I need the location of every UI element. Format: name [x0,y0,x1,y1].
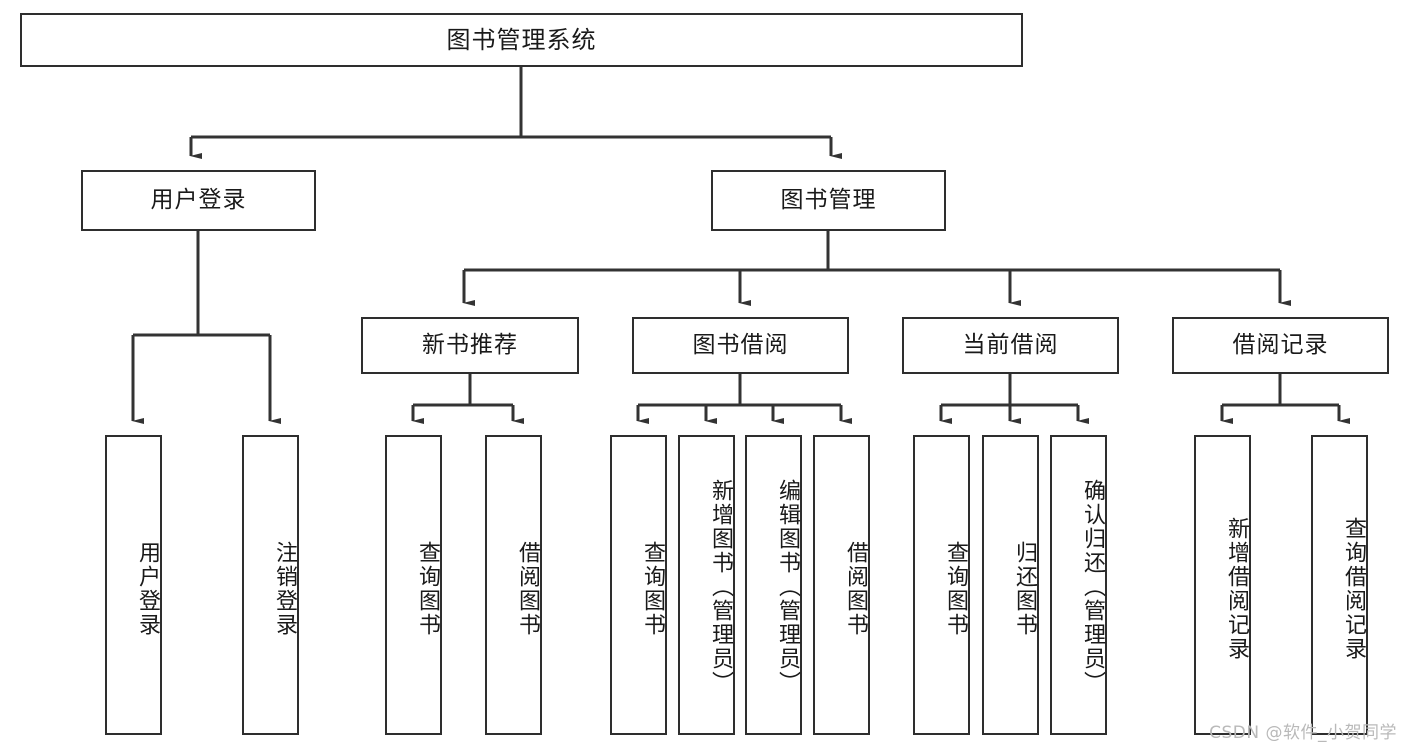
node-borrow-record[interactable]: 借阅记录 [1172,317,1389,374]
leaf-current-return-book[interactable]: 归还图书 [982,435,1039,735]
leaf-record-query-borrow-record[interactable]: 查询借阅记录 [1311,435,1368,735]
node-root-book-management-system[interactable]: 图书管理系统 [20,13,1023,67]
leaf-new-book-borrow[interactable]: 借阅图书 [485,435,542,735]
node-book-management[interactable]: 图书管理 [711,170,946,231]
leaf-user-login-logout[interactable]: 注销登录 [242,435,299,735]
leaf-borrow-borrow-book[interactable]: 借阅图书 [813,435,870,735]
node-current-borrow[interactable]: 当前借阅 [902,317,1119,374]
leaf-current-confirm-return-admin[interactable]: 确认归还（管理员） [1050,435,1107,735]
node-book-borrow[interactable]: 图书借阅 [632,317,849,374]
watermark: CSDN @软件_小贺同学 [1209,723,1397,743]
node-new-book-recommend[interactable]: 新书推荐 [361,317,579,374]
leaf-current-query-book[interactable]: 查询图书 [913,435,970,735]
leaf-borrow-edit-book-admin[interactable]: 编辑图书（管理员） [745,435,802,735]
leaf-record-add-borrow-record[interactable]: 新增借阅记录 [1194,435,1251,735]
leaf-user-login-login[interactable]: 用户登录 [105,435,162,735]
leaf-borrow-query-book[interactable]: 查询图书 [610,435,667,735]
leaf-new-book-query[interactable]: 查询图书 [385,435,442,735]
leaf-borrow-add-book-admin[interactable]: 新增图书（管理员） [678,435,735,735]
node-user-login[interactable]: 用户登录 [81,170,316,231]
